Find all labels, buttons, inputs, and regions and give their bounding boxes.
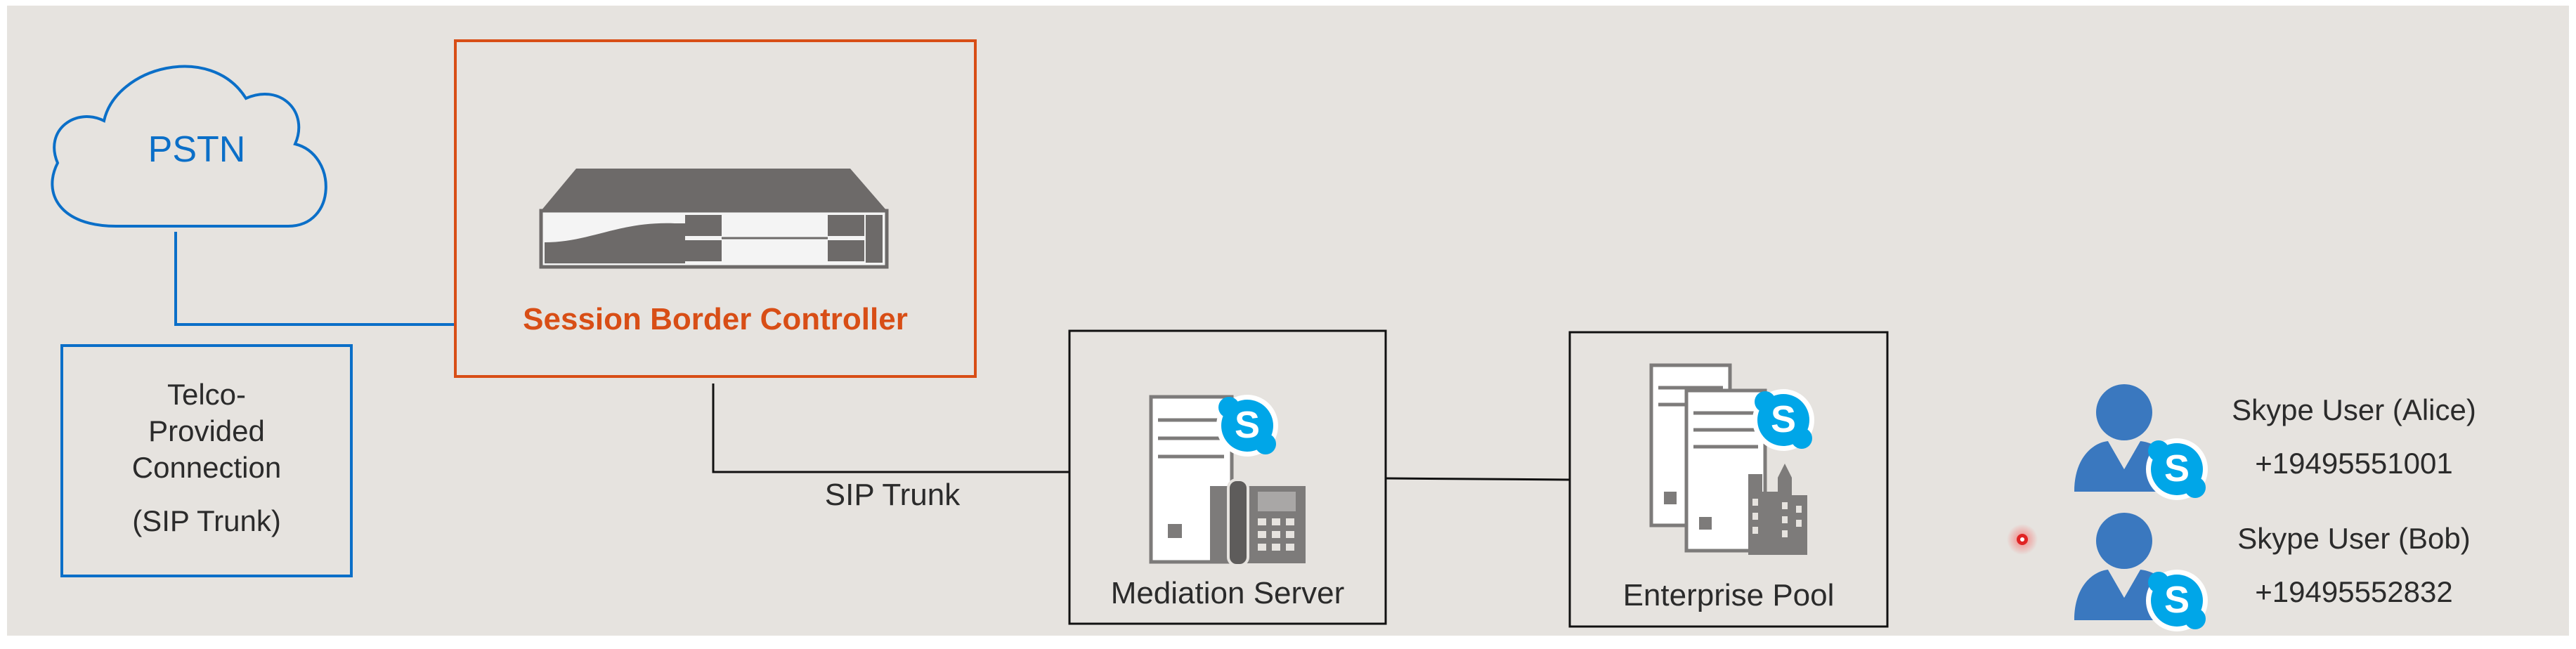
- rack-appliance-icon: [539, 169, 889, 269]
- skype-icon: [1752, 389, 1814, 451]
- pstn-label: PSTN: [148, 129, 246, 170]
- sbc-box: [454, 39, 977, 378]
- telco-label-line-1: Telco-: [167, 378, 247, 411]
- skype-icon: [2146, 570, 2208, 631]
- server-pool-icon: [1649, 363, 1807, 555]
- enterprise-pool-box: [1568, 331, 1889, 628]
- telco-connection-box: [60, 344, 353, 577]
- mediation-server-label: Mediation Server: [1110, 576, 1345, 610]
- user-name-alice: Skype User (Alice): [2232, 393, 2476, 426]
- user-number-alice: +19495551001: [2255, 447, 2453, 480]
- skype-icon: [2146, 438, 2208, 500]
- mediation-server-box: [1068, 329, 1387, 625]
- user-name-bob: Skype User (Bob): [2237, 522, 2471, 555]
- telco-label-line-4: (SIP Trunk): [132, 504, 281, 537]
- pstn-sbc-link: [174, 232, 455, 326]
- sip-trunk-label: SIP Trunk: [824, 478, 961, 512]
- sbc-label: Session Border Controller: [523, 302, 908, 336]
- cloud-icon: [51, 65, 327, 228]
- mediation-pool-link: [1385, 477, 1570, 481]
- skype-icon: [1216, 395, 1278, 457]
- sip-trunk-link: [712, 383, 1069, 473]
- user-number-bob: +19495552832: [2255, 575, 2453, 608]
- telco-label-line-3: Connection: [131, 451, 282, 484]
- pointer-dot: [2007, 524, 2038, 555]
- telco-label-line-2: Provided: [148, 414, 265, 447]
- enterprise-pool-label: Enterprise Pool: [1622, 578, 1835, 612]
